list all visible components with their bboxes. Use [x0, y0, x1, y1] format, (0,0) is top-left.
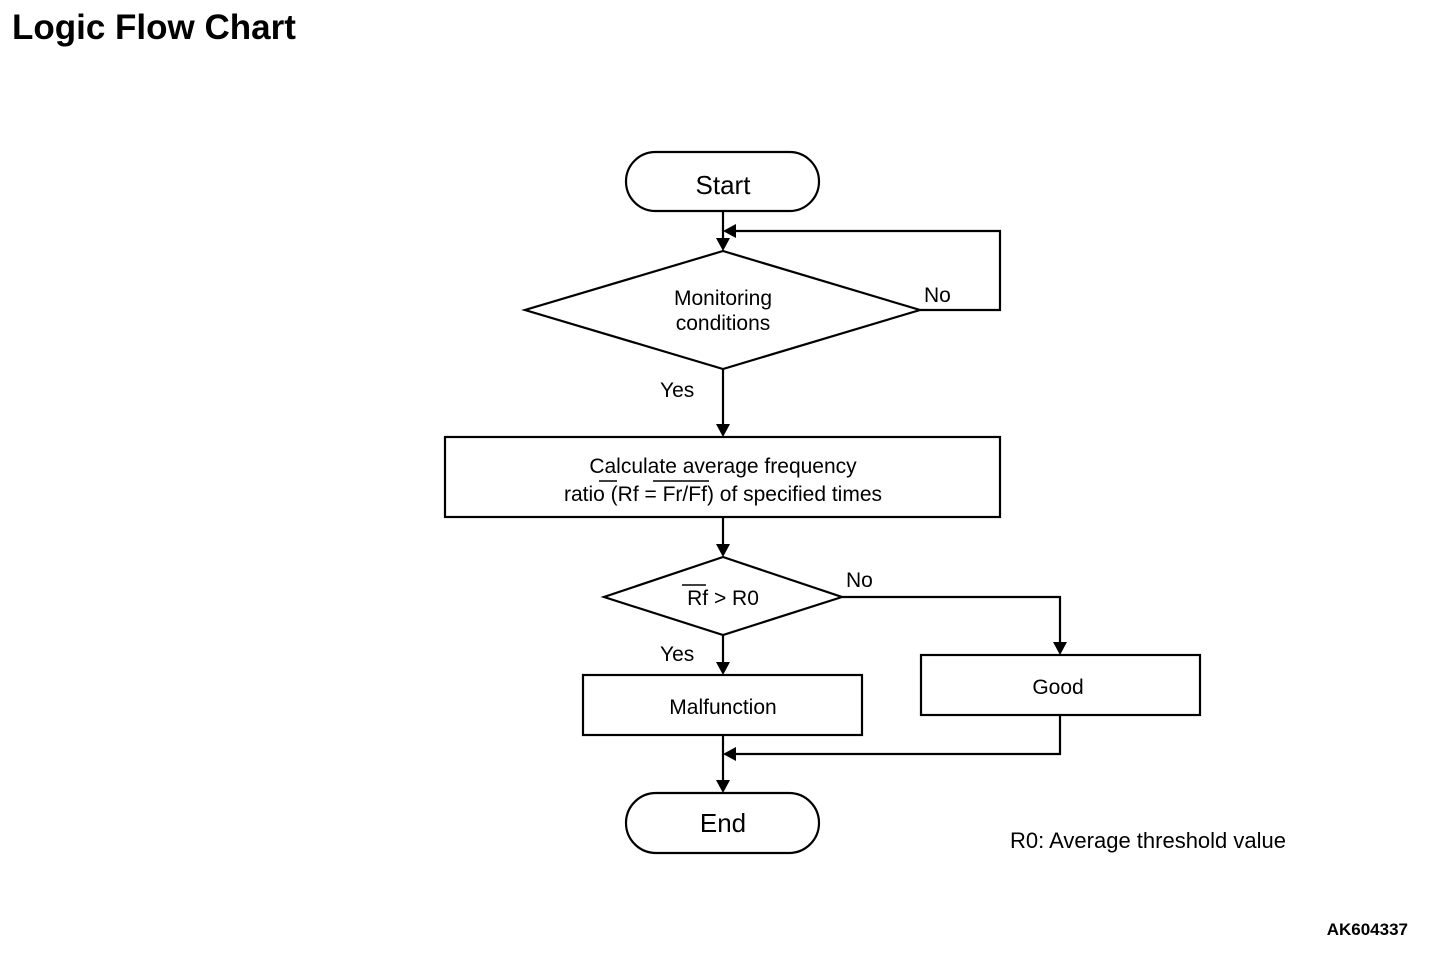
page-title: Logic Flow Chart [12, 8, 296, 47]
calculate-process: Calculate average frequency ratio (Rf = … [443, 435, 1002, 519]
arrowhead-compare [716, 544, 730, 557]
monitoring-no-label: No [924, 284, 951, 307]
good-label: Good [1032, 676, 1083, 699]
monitoring-yes-label: Yes [660, 379, 694, 402]
malfunction-label: Malfunction [669, 696, 776, 719]
calculate-label-line1: Calculate average frequency [589, 455, 857, 478]
monitoring-conditions-decision: Monitoring conditions [521, 249, 924, 371]
arrowhead-malfunction [716, 662, 730, 675]
end-terminal: End [624, 791, 821, 855]
start-label: Start [696, 170, 752, 200]
connector-good-to-end [736, 715, 1062, 756]
calculate-ff-bar: Ff [688, 483, 707, 506]
connector-compare-no-to-good [842, 595, 1062, 642]
calculate-label-line2: ratio (Rf = Fr/Ff) of specified times [564, 483, 882, 506]
threshold-yes-label: Yes [660, 643, 694, 666]
arrowhead-monitoring [716, 238, 730, 251]
arrowhead-calculate [716, 424, 730, 437]
arrowhead-loop-back [723, 224, 736, 238]
legend-note: R0: Average threshold value [1010, 828, 1286, 853]
start-terminal: Start [624, 150, 821, 213]
arrowhead-end [716, 780, 730, 793]
end-label: End [700, 808, 746, 838]
calculate-fr-bar: Fr [663, 483, 683, 506]
arrowhead-merge [723, 747, 736, 761]
threshold-decision: Rf > R0 [600, 555, 846, 637]
calculate-rf-bar: Rf [618, 483, 639, 506]
monitoring-label-line1: Monitoring [674, 287, 772, 310]
monitoring-label-line2: conditions [676, 312, 771, 335]
connector-monitoring-no-loop [735, 229, 1002, 312]
arrowhead-good [1053, 642, 1067, 655]
figure-id: AK604337 [1326, 920, 1408, 939]
threshold-label: Rf > R0 [687, 587, 759, 610]
threshold-no-label: No [846, 569, 873, 592]
good-box: Good [919, 653, 1202, 717]
malfunction-box: Malfunction [581, 673, 864, 737]
